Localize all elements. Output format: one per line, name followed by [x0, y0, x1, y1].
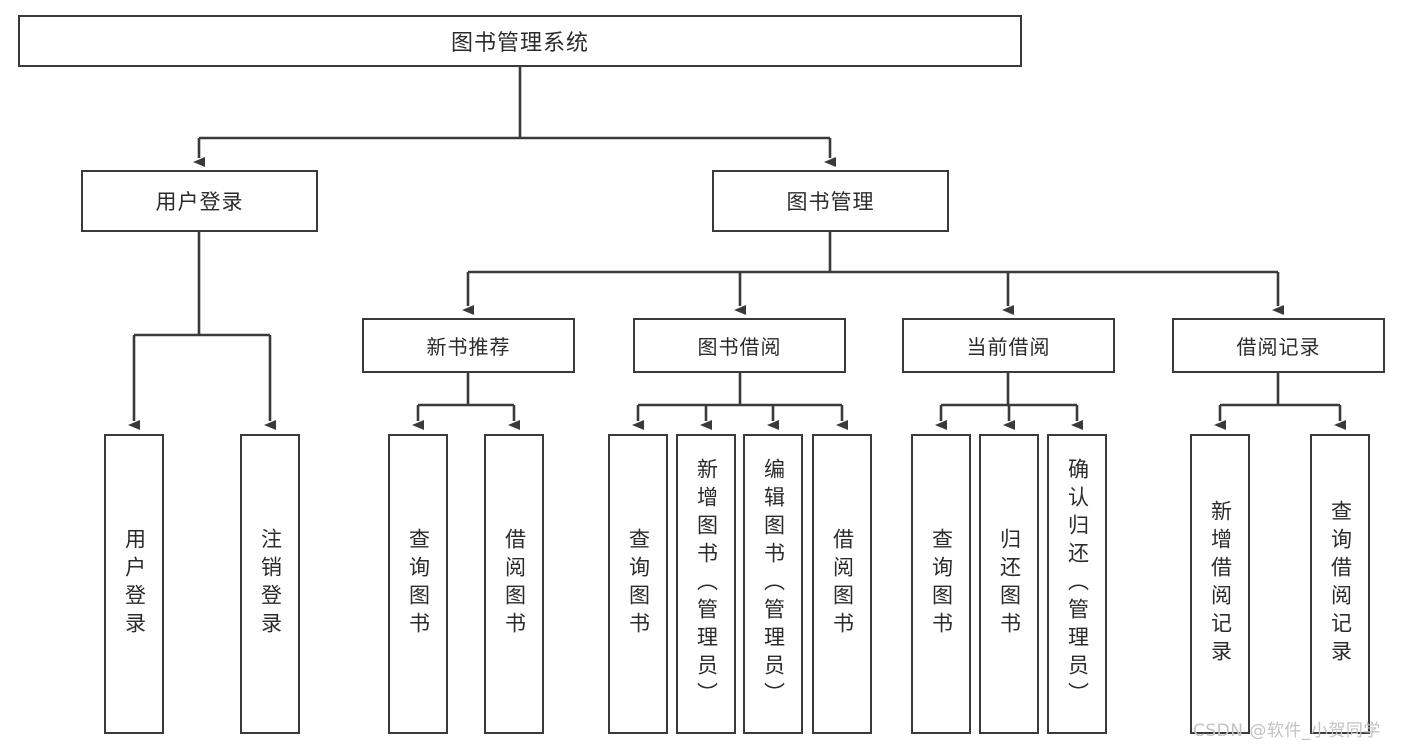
node-book-manage[interactable]: 图书管理 [712, 170, 949, 232]
node-book-borrow-label: 图书借阅 [697, 335, 782, 359]
node-leaf-query-book-3-label: 查询图书 [929, 528, 954, 640]
node-root-system-label: 图书管理系统 [450, 31, 589, 56]
node-leaf-query-book-3[interactable]: 查询图书 [911, 434, 971, 734]
node-leaf-user-logout[interactable]: 注销登录 [240, 434, 300, 734]
node-leaf-user-logout-label: 注销登录 [258, 528, 283, 640]
node-leaf-confirm-return[interactable]: 确认归还（管理员） [1047, 434, 1107, 734]
node-leaf-query-record[interactable]: 查询借阅记录 [1310, 434, 1370, 734]
node-leaf-user-login-label: 用户登录 [122, 528, 147, 640]
node-leaf-add-record[interactable]: 新增借阅记录 [1190, 434, 1250, 734]
node-leaf-add-record-label: 新增借阅记录 [1208, 500, 1233, 668]
node-leaf-confirm-return-label: 确认归还（管理员） [1065, 458, 1090, 710]
node-borrow-record-label: 借阅记录 [1236, 335, 1321, 359]
node-leaf-return-book[interactable]: 归还图书 [979, 434, 1039, 734]
node-leaf-return-book-label: 归还图书 [997, 528, 1022, 640]
node-leaf-borrow-book-2-label: 借阅图书 [830, 528, 855, 640]
node-leaf-query-book-1-label: 查询图书 [406, 528, 431, 640]
node-leaf-edit-book[interactable]: 编辑图书（管理员） [743, 434, 803, 734]
node-current-borrow[interactable]: 当前借阅 [902, 318, 1115, 373]
node-leaf-add-book[interactable]: 新增图书（管理员） [676, 434, 736, 734]
node-new-book-rec[interactable]: 新书推荐 [362, 318, 575, 373]
node-leaf-query-book-1[interactable]: 查询图书 [388, 434, 448, 734]
node-leaf-edit-book-label: 编辑图书（管理员） [761, 458, 786, 710]
node-leaf-query-record-label: 查询借阅记录 [1328, 500, 1353, 668]
node-book-manage-label: 图书管理 [786, 190, 875, 214]
node-leaf-query-book-2-label: 查询图书 [626, 528, 651, 640]
node-user-login[interactable]: 用户登录 [81, 170, 318, 232]
node-current-borrow-label: 当前借阅 [966, 335, 1051, 359]
node-leaf-borrow-book-1-label: 借阅图书 [502, 528, 527, 640]
node-leaf-borrow-book-2[interactable]: 借阅图书 [812, 434, 872, 734]
node-leaf-add-book-label: 新增图书（管理员） [694, 458, 719, 710]
node-new-book-rec-label: 新书推荐 [426, 335, 511, 359]
node-leaf-query-book-2[interactable]: 查询图书 [608, 434, 668, 734]
node-borrow-record[interactable]: 借阅记录 [1172, 318, 1385, 373]
node-user-login-label: 用户登录 [155, 190, 244, 214]
node-book-borrow[interactable]: 图书借阅 [633, 318, 846, 373]
node-root-system[interactable]: 图书管理系统 [18, 15, 1022, 67]
node-leaf-user-login[interactable]: 用户登录 [104, 434, 164, 734]
node-leaf-borrow-book-1[interactable]: 借阅图书 [484, 434, 544, 734]
